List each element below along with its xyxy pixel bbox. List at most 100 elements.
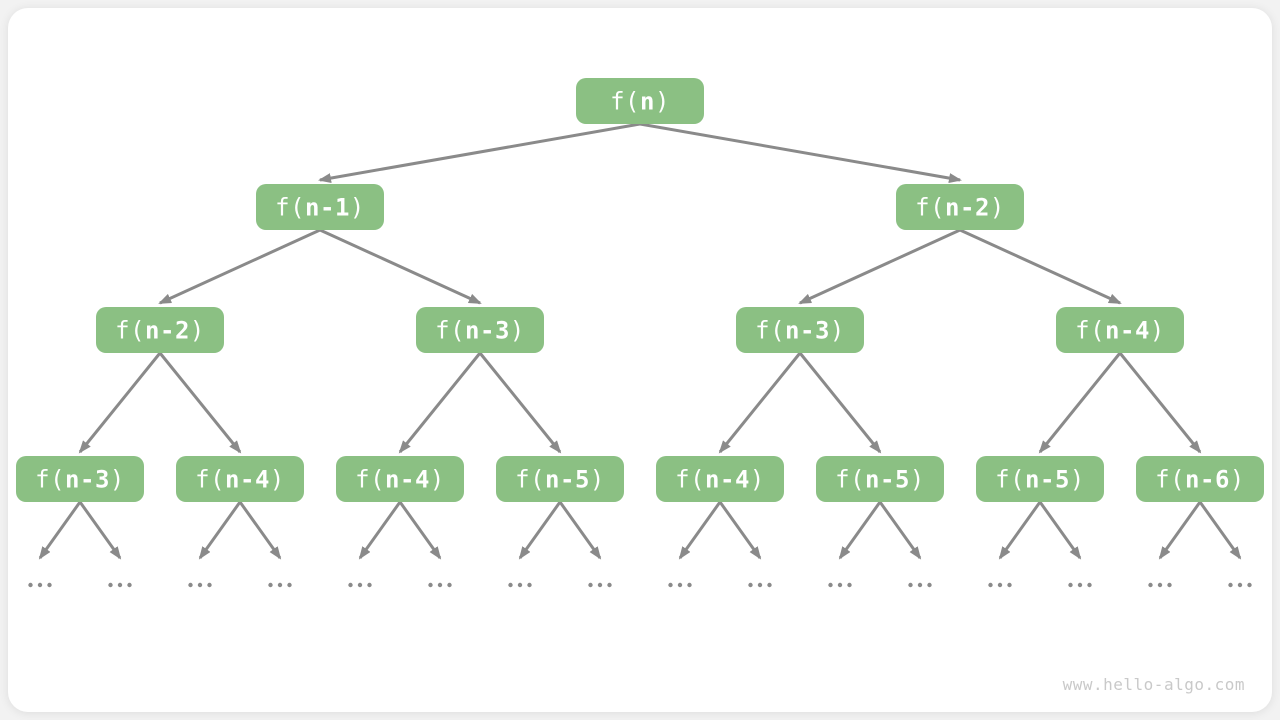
ellipsis-dot	[508, 582, 513, 588]
ellipsis-dot	[437, 582, 443, 588]
tree-node-box	[816, 456, 944, 502]
ellipsis-dot	[517, 582, 523, 588]
ellipsis-dot	[357, 582, 363, 588]
edge-arrow-n3-n7	[959, 228, 1122, 305]
ellipsis-dot	[988, 582, 993, 588]
tree-node-n13: f(n-5)	[816, 456, 944, 502]
edge-arrow-n7-n15	[1118, 352, 1202, 454]
ellipsis-dot	[767, 582, 772, 588]
ellipsis-dot	[687, 582, 692, 588]
leaf-edge-arrow-n15	[1198, 501, 1242, 560]
ellipsis-dot	[47, 582, 52, 588]
ellipsis-dot	[677, 582, 683, 588]
tree-node-label: f(n-3)	[35, 466, 125, 494]
edge-arrow-n5-n10	[398, 352, 482, 454]
ellipsis-dot	[1068, 582, 1073, 588]
ellipsis-dot	[447, 582, 452, 588]
ellipsis-dot	[1247, 582, 1252, 588]
tree-node-box	[176, 456, 304, 502]
edge-arrow-n3-n6	[798, 228, 961, 305]
ellipsis-dots	[28, 582, 52, 588]
tree-node-n14: f(n-5)	[976, 456, 1104, 502]
ellipsis-dot	[127, 582, 132, 588]
leaf-edge-arrow-n11	[518, 501, 562, 560]
leaf-edge-arrow-n11	[558, 501, 602, 560]
edge-arrow-n1-n2	[318, 122, 641, 184]
leaf-edge-arrow-n14	[998, 501, 1042, 560]
tree-node-label: f(n-1)	[275, 194, 365, 222]
ellipsis-dot	[207, 582, 212, 588]
edge-arrow-n7-n14	[1038, 352, 1122, 454]
ellipsis-dot	[668, 582, 673, 588]
tree-node-n6: f(n-3)	[736, 307, 864, 353]
tree-node-box	[256, 184, 384, 230]
edge-arrow-n4-n8	[78, 352, 162, 454]
tree-node-box	[736, 307, 864, 353]
tree-node-n10: f(n-4)	[336, 456, 464, 502]
leaf-edge-arrow-n8	[38, 501, 82, 560]
leaf-edge-arrow-n13	[838, 501, 882, 560]
tree-node-box	[896, 184, 1024, 230]
ellipsis-dot	[428, 582, 433, 588]
leaf-edge-arrow-n12	[718, 501, 762, 560]
ellipsis-dot	[188, 582, 193, 588]
tree-node-box	[96, 307, 224, 353]
tree-node-label: f(n-6)	[1155, 466, 1245, 494]
leaf-edge-arrow-n15	[1158, 501, 1202, 560]
leaf-edge-arrow-n14	[1038, 501, 1082, 560]
ellipsis-dot	[748, 582, 753, 588]
tree-node-label: f(n-4)	[195, 466, 285, 494]
ellipsis-dots	[1148, 582, 1172, 588]
ellipsis-dots	[188, 582, 212, 588]
tree-node-box	[416, 307, 544, 353]
ellipsis-dot	[348, 582, 353, 588]
ellipsis-dots	[908, 582, 932, 588]
ellipsis-dot	[1077, 582, 1083, 588]
ellipsis-dots	[428, 582, 452, 588]
edge-arrow-n1-n3	[639, 122, 962, 184]
ellipsis-dot	[277, 582, 283, 588]
leaf-edge-arrow-n13	[878, 501, 922, 560]
ellipsis-dots	[268, 582, 292, 588]
tree-node-box	[496, 456, 624, 502]
tree-node-label: f(n-5)	[835, 466, 925, 494]
ellipsis-dot	[1148, 582, 1153, 588]
edge-arrow-n4-n9	[158, 352, 242, 454]
tree-node-box	[1056, 307, 1184, 353]
ellipsis-dots	[668, 582, 692, 588]
ellipsis-dots	[508, 582, 532, 588]
ellipsis-dot	[527, 582, 532, 588]
edge-arrow-n2-n4	[158, 228, 321, 305]
ellipsis-dot	[37, 582, 43, 588]
ellipsis-dot	[108, 582, 113, 588]
tree-node-n12: f(n-4)	[656, 456, 784, 502]
ellipsis-dot	[607, 582, 612, 588]
ellipsis-dot	[597, 582, 603, 588]
tree-node-label: f(n-4)	[1075, 317, 1165, 345]
ellipsis-dot	[917, 582, 923, 588]
ellipsis-dot	[197, 582, 203, 588]
ellipsis-dot	[287, 582, 292, 588]
ellipsis-dot	[828, 582, 833, 588]
tree-node-n15: f(n-6)	[1136, 456, 1264, 502]
leaf-edge-arrow-n8	[78, 501, 122, 560]
ellipsis-dot	[927, 582, 932, 588]
tree-node-label: f(n-3)	[755, 317, 845, 345]
ellipsis-dots	[1068, 582, 1092, 588]
ellipsis-dot	[997, 582, 1003, 588]
ellipsis-dot	[1237, 582, 1243, 588]
ellipsis-dot	[28, 582, 33, 588]
tree-node-box	[576, 78, 704, 124]
edge-arrow-n6-n12	[718, 352, 802, 454]
ellipsis-dots	[1228, 582, 1252, 588]
tree-node-n8: f(n-3)	[16, 456, 144, 502]
edge-arrow-n5-n11	[478, 352, 562, 454]
ellipsis-dots	[748, 582, 772, 588]
ellipsis-dot	[1007, 582, 1012, 588]
watermark: www.hello-algo.com	[1062, 675, 1245, 694]
ellipsis-dots	[988, 582, 1012, 588]
ellipsis-dot	[908, 582, 913, 588]
tree-node-label: f(n-2)	[115, 317, 205, 345]
